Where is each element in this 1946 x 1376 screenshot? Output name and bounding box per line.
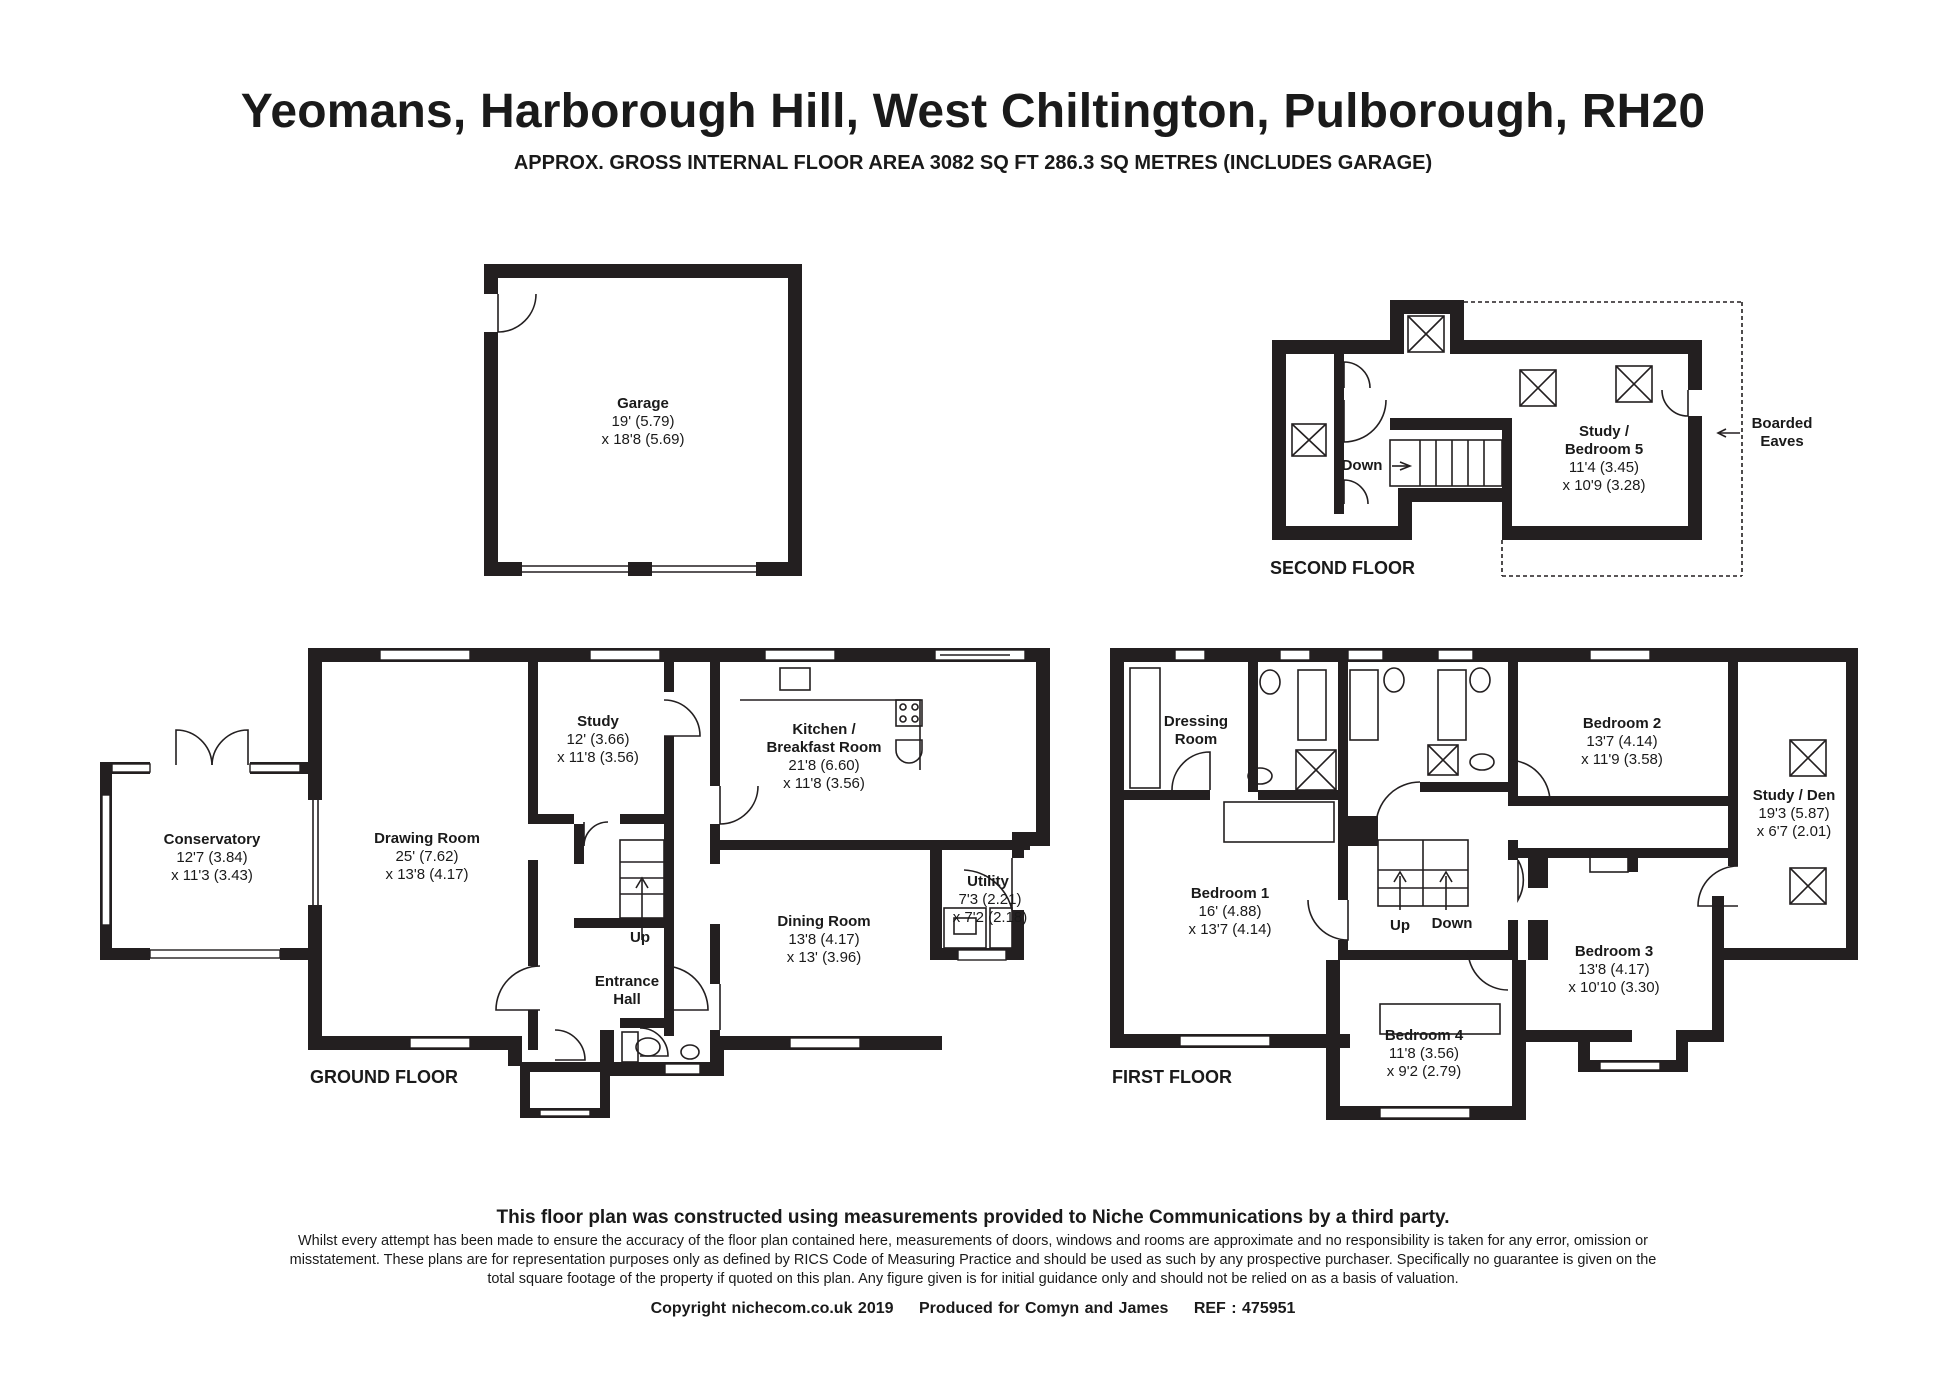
floor-area-subtitle: APPROX. GROSS INTERNAL FLOOR AREA 3082 S… xyxy=(513,152,1433,174)
first-stairs-up-label: Up xyxy=(1390,917,1410,934)
plan-title: Yeomans, Harborough Hill, West Chiltingt… xyxy=(240,85,1706,138)
conservatory-dim1: 12'7 (3.84) xyxy=(176,849,247,866)
study-name: Study xyxy=(577,713,619,730)
bedroom1-dim2: x 13'7 (4.14) xyxy=(1189,921,1272,938)
study-bed5-name-1: Study / xyxy=(1579,423,1630,440)
entrance-hall-name-1: Entrance xyxy=(595,973,659,990)
garage-name: Garage xyxy=(617,395,669,412)
conservatory-dim2: x 11'3 (3.43) xyxy=(171,867,253,884)
study-dim2: x 11'8 (3.56) xyxy=(557,749,639,766)
entrance-hall-name-2: Hall xyxy=(613,991,641,1008)
bedroom2-name: Bedroom 2 xyxy=(1583,715,1661,732)
dining-room-dim1: 13'8 (4.17) xyxy=(788,931,859,948)
garage-dim1: 19' (5.79) xyxy=(612,413,675,430)
second-floor-label: SECOND FLOOR xyxy=(1270,558,1415,578)
bedroom3-dim1: 13'8 (4.17) xyxy=(1578,961,1649,978)
drawing-room-dim1: 25' (7.62) xyxy=(396,848,459,865)
utility-dim1: 7'3 (2.21) xyxy=(959,891,1022,908)
study-bed5-name-2: Bedroom 5 xyxy=(1565,441,1643,458)
utility-dim2: x 7'2 (2.18) xyxy=(953,909,1028,926)
bedroom3-dim2: x 10'10 (3.30) xyxy=(1568,979,1659,996)
garage-dim2: x 18'8 (5.69) xyxy=(602,431,685,448)
study-den-dim2: x 6'7 (2.01) xyxy=(1757,823,1832,840)
reference-text: REF : 475951 xyxy=(1193,1300,1296,1317)
bedroom2-dim2: x 11'9 (3.58) xyxy=(1581,751,1663,768)
bedroom1-name: Bedroom 1 xyxy=(1191,885,1269,902)
dressing-room-name-2: Room xyxy=(1175,731,1218,748)
bedroom4-name: Bedroom 4 xyxy=(1385,1027,1464,1044)
conservatory-name: Conservatory xyxy=(164,831,261,848)
ground-floor-label: GROUND FLOOR xyxy=(310,1067,458,1087)
second-floor-plan xyxy=(1272,300,1743,577)
study-bed5-dim2: x 10'9 (3.28) xyxy=(1563,477,1646,494)
study-den-dim1: 19'3 (5.87) xyxy=(1758,805,1829,822)
third-party-notice: This floor plan was constructed using me… xyxy=(496,1207,1450,1228)
copyright-text: Copyright nichecom.co.uk 2019 xyxy=(650,1300,894,1317)
first-floor-plan xyxy=(1110,648,1858,1120)
room-labels: Garage 19' (5.79) x 18'8 (5.69) Conserva… xyxy=(164,395,1836,1087)
study-dim1: 12' (3.66) xyxy=(567,731,630,748)
first-floor-label: FIRST FLOOR xyxy=(1112,1067,1232,1087)
utility-name: Utility xyxy=(967,873,1009,890)
garage-plan xyxy=(484,264,802,576)
boarded-eaves-line1: Boarded xyxy=(1752,415,1813,432)
ground-stairs-up-label: Up xyxy=(630,929,650,946)
bedroom4-dim2: x 9'2 (2.79) xyxy=(1387,1063,1462,1080)
kitchen-name-1: Kitchen / xyxy=(792,721,856,738)
copyright-line: Copyright nichecom.co.uk 2019 Produced f… xyxy=(0,1300,1946,1318)
dining-room-dim2: x 13' (3.96) xyxy=(787,949,862,966)
kitchen-name-2: Breakfast Room xyxy=(766,739,881,756)
kitchen-dim1: 21'8 (6.60) xyxy=(788,757,859,774)
bedroom1-dim1: 16' (4.88) xyxy=(1199,903,1262,920)
dressing-room-name-1: Dressing xyxy=(1164,713,1228,730)
drawing-room-dim2: x 13'8 (4.17) xyxy=(386,866,469,883)
first-stairs-down-label: Down xyxy=(1432,915,1473,932)
dining-room-name: Dining Room xyxy=(777,913,870,930)
study-den-name: Study / Den xyxy=(1753,787,1836,804)
boarded-eaves-line2: Eaves xyxy=(1760,433,1803,450)
kitchen-dim2: x 11'8 (3.56) xyxy=(783,775,865,792)
bedroom4-dim1: 11'8 (3.56) xyxy=(1389,1045,1459,1062)
bedroom3-name: Bedroom 3 xyxy=(1575,943,1653,960)
drawing-room-name: Drawing Room xyxy=(374,830,480,847)
ground-floor-plan xyxy=(100,648,1050,1118)
produced-for-text: Produced for Comyn and James xyxy=(918,1300,1169,1317)
study-bed5-dim1: 11'4 (3.45) xyxy=(1569,459,1639,476)
bedroom2-dim1: 13'7 (4.14) xyxy=(1586,733,1657,750)
disclaimer-text: Whilst every attempt has been made to en… xyxy=(289,1233,1657,1287)
second-stairs-down-label: Down xyxy=(1342,457,1383,474)
